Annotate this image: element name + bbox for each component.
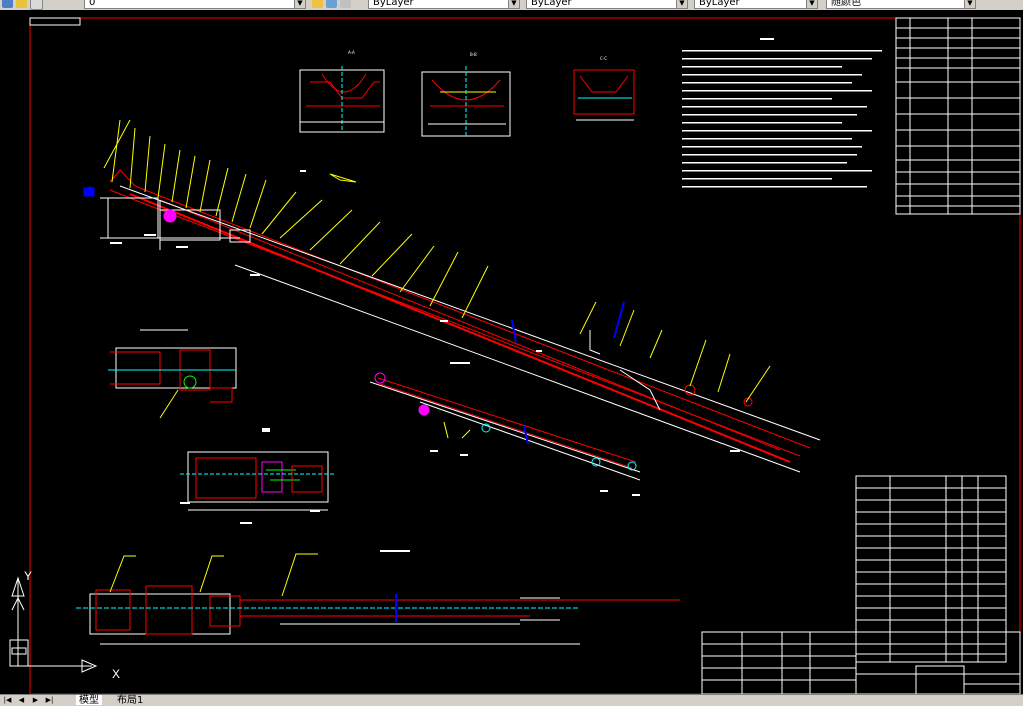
svg-text:C-C: C-C (600, 56, 607, 61)
drawing-frame-outer (29, 17, 1021, 694)
section-view-3: C-C (573, 56, 635, 121)
layer-previous-icon[interactable] (326, 0, 337, 8)
layer-dropdown[interactable]: 0 ▼ (84, 0, 306, 9)
plotstyle-value: 随颜色 (831, 0, 861, 8)
chevron-down-icon: ▼ (508, 0, 519, 8)
svg-text:B-B: B-B (470, 52, 477, 57)
layer-state-icon[interactable] (16, 0, 27, 8)
technical-notes (682, 38, 882, 188)
ucs-x-label: X (112, 667, 120, 681)
ucs-y-label: Y (24, 569, 32, 583)
bottom-elevation (76, 550, 680, 645)
lineweight-dropdown[interactable]: ByLayer ▼ (694, 0, 818, 9)
tail-section (369, 362, 641, 481)
prev-tab-icon[interactable]: ◀ (18, 696, 25, 704)
ucs-icon (9, 576, 98, 673)
dimension-text-marks (110, 170, 740, 524)
layer-freeze-icon[interactable] (30, 0, 43, 10)
drive-plan-view (108, 329, 237, 419)
first-tab-icon[interactable]: |◀ (3, 696, 12, 704)
chevron-down-icon: ▼ (294, 0, 305, 8)
section-view-1: A-A (299, 50, 385, 133)
layout-tabs-bar: |◀ ◀ ▶ ▶| 模型 布局1 (0, 694, 1023, 706)
section-view-2: B-B (421, 52, 511, 137)
title-block (701, 631, 1021, 694)
bom-table (855, 475, 1007, 663)
parameter-table (895, 17, 1021, 215)
linetype-value: ByLayer (531, 0, 572, 8)
svg-text:A-A: A-A (348, 50, 355, 55)
color-value: ByLayer (373, 0, 414, 8)
layer-manager-icon[interactable] (2, 0, 13, 8)
frame-label-box (29, 17, 81, 26)
next-tab-icon[interactable]: ▶ (32, 696, 39, 704)
plotstyle-dropdown[interactable]: 随颜色 ▼ (826, 0, 976, 9)
cad-drawing: A-A B-B C-C (9, 17, 1021, 694)
lineweight-value: ByLayer (699, 0, 740, 8)
make-current-icon[interactable] (312, 0, 323, 8)
chevron-down-icon: ▼ (964, 0, 975, 8)
match-layer-icon[interactable] (340, 0, 351, 8)
drawing-canvas[interactable]: A-A B-B C-C (0, 10, 1023, 694)
last-tab-icon[interactable]: ▶| (45, 696, 54, 704)
color-dropdown[interactable]: ByLayer ▼ (368, 0, 520, 9)
chevron-down-icon: ▼ (676, 0, 687, 8)
tab-layout1[interactable]: 布局1 (114, 695, 147, 706)
linetype-dropdown[interactable]: ByLayer ▼ (526, 0, 688, 9)
chevron-down-icon: ▼ (806, 0, 817, 8)
properties-toolbar: 0 ▼ ByLayer ▼ ByLayer ▼ ByLayer ▼ 随颜色 ▼ (0, 0, 1023, 10)
reducer-section (180, 428, 336, 511)
tab-model[interactable]: 模型 (76, 695, 102, 706)
main-conveyor (83, 169, 821, 473)
layer-value: 0 (89, 0, 96, 8)
leader-lines (103, 119, 771, 403)
